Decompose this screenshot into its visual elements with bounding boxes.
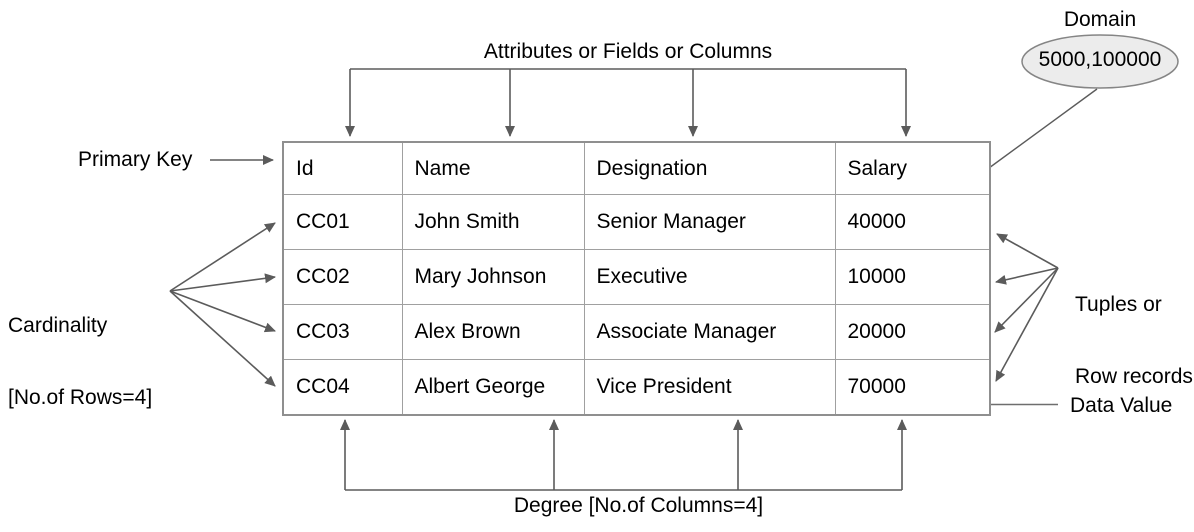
table-cell: John Smith [401,194,585,250]
header-cell-salary: Salary [834,141,991,195]
table-cell: Associate Manager [583,304,836,360]
table-cell: CC04 [282,359,403,416]
cardinality-fan-arrows [169,222,276,387]
table-cell: CC01 [282,194,403,250]
table-row: CC04 Albert George Vice President 70000 [282,359,991,416]
table-cell: Executive [583,249,836,305]
table-header-row: Id Name Designation Salary [282,141,991,195]
data-value-label: Data Value [1070,394,1173,417]
tuples-label-line2: Row records [1075,365,1193,388]
domain-title-label: Domain [1063,8,1137,31]
attributes-bracket-arrows [345,68,911,137]
tuples-label: Tuples or Row records [1075,245,1193,437]
domain-ellipse [1021,34,1179,89]
table-row: CC03 Alex Brown Associate Manager 20000 [282,304,991,360]
table-row: CC02 Mary Johnson Executive 10000 [282,249,991,305]
header-cell-name: Name [401,141,585,195]
table-cell: CC02 [282,249,403,305]
header-cell-designation: Designation [583,141,836,195]
table-cell: 40000 [834,194,991,250]
cardinality-label-line2: [No.of Rows=4] [8,386,153,409]
table-cell: Senior Manager [583,194,836,250]
table-cell: 70000 [834,359,991,416]
table-cell: Mary Johnson [401,249,585,305]
table-row: CC01 John Smith Senior Manager 40000 [282,194,991,250]
attributes-label: Attributes or Fields or Columns [483,40,773,63]
tuples-fan-arrows [994,233,1059,382]
table-cell: Vice President [583,359,836,416]
table-cell: 20000 [834,304,991,360]
degree-bracket-arrows [340,419,907,491]
employee-table: Id Name Designation Salary CC01 John Smi… [282,141,991,416]
cardinality-label-line1: Cardinality [8,314,108,337]
tuples-label-line1: Tuples or [1075,293,1162,316]
domain-value-label: 5000,100000 [1038,48,1162,71]
domain-connector-line [988,88,1098,169]
table-cell: Albert George [401,359,585,416]
header-cell-id: Id [282,141,403,195]
table-cell: CC03 [282,304,403,360]
table-cell: 10000 [834,249,991,305]
cardinality-label: Cardinality [No.of Rows=4] [8,266,152,458]
table-cell: Alex Brown [401,304,585,360]
degree-label: Degree [No.of Columns=4] [513,494,764,517]
primary-key-label: Primary Key [78,148,193,171]
